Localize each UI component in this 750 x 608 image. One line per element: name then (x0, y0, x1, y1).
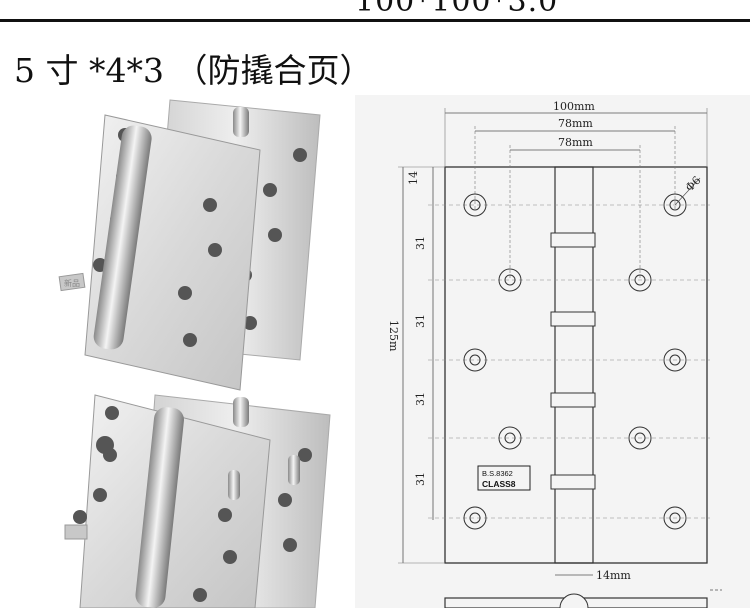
standard-stamp: B.S.8362 CLASS8 (477, 465, 531, 491)
hinge-technical-drawing: 100mm 78mm 78mm 125m 14 31 31 31 31 Φ6 B… (355, 95, 750, 608)
dim-seg-2: 31 (414, 314, 427, 328)
dim-width-inner: 78mm (558, 136, 593, 149)
dim-seg-1: 31 (414, 236, 427, 250)
dim-height: 125m (387, 320, 400, 352)
dim-seg-top: 14 (407, 171, 420, 185)
hinge-knuckle (554, 166, 594, 564)
dim-width-mid: 78mm (558, 117, 593, 130)
mounting-holes (463, 193, 687, 530)
header-divider (0, 19, 750, 22)
top-spec-text: 100*100*3.0 (355, 0, 559, 19)
dim-knuckle: 14mm (596, 569, 631, 582)
hinge-top-front-leaf: 新品 (58, 114, 261, 391)
hinge-photo: 新品 (58, 99, 331, 608)
stamp-line-1: B.S.8362 (482, 469, 513, 478)
page-title: 5 寸 *4*3 （防撬合页） (14, 51, 373, 90)
dim-seg-3: 31 (414, 392, 427, 406)
dim-width-outer: 100mm (553, 100, 595, 113)
hinge-bottom-front-leaf (64, 394, 271, 608)
photo-stamp-text: 新品 (64, 278, 80, 288)
stamp-line-2: CLASS8 (482, 479, 516, 489)
dim-seg-4: 31 (414, 472, 427, 486)
